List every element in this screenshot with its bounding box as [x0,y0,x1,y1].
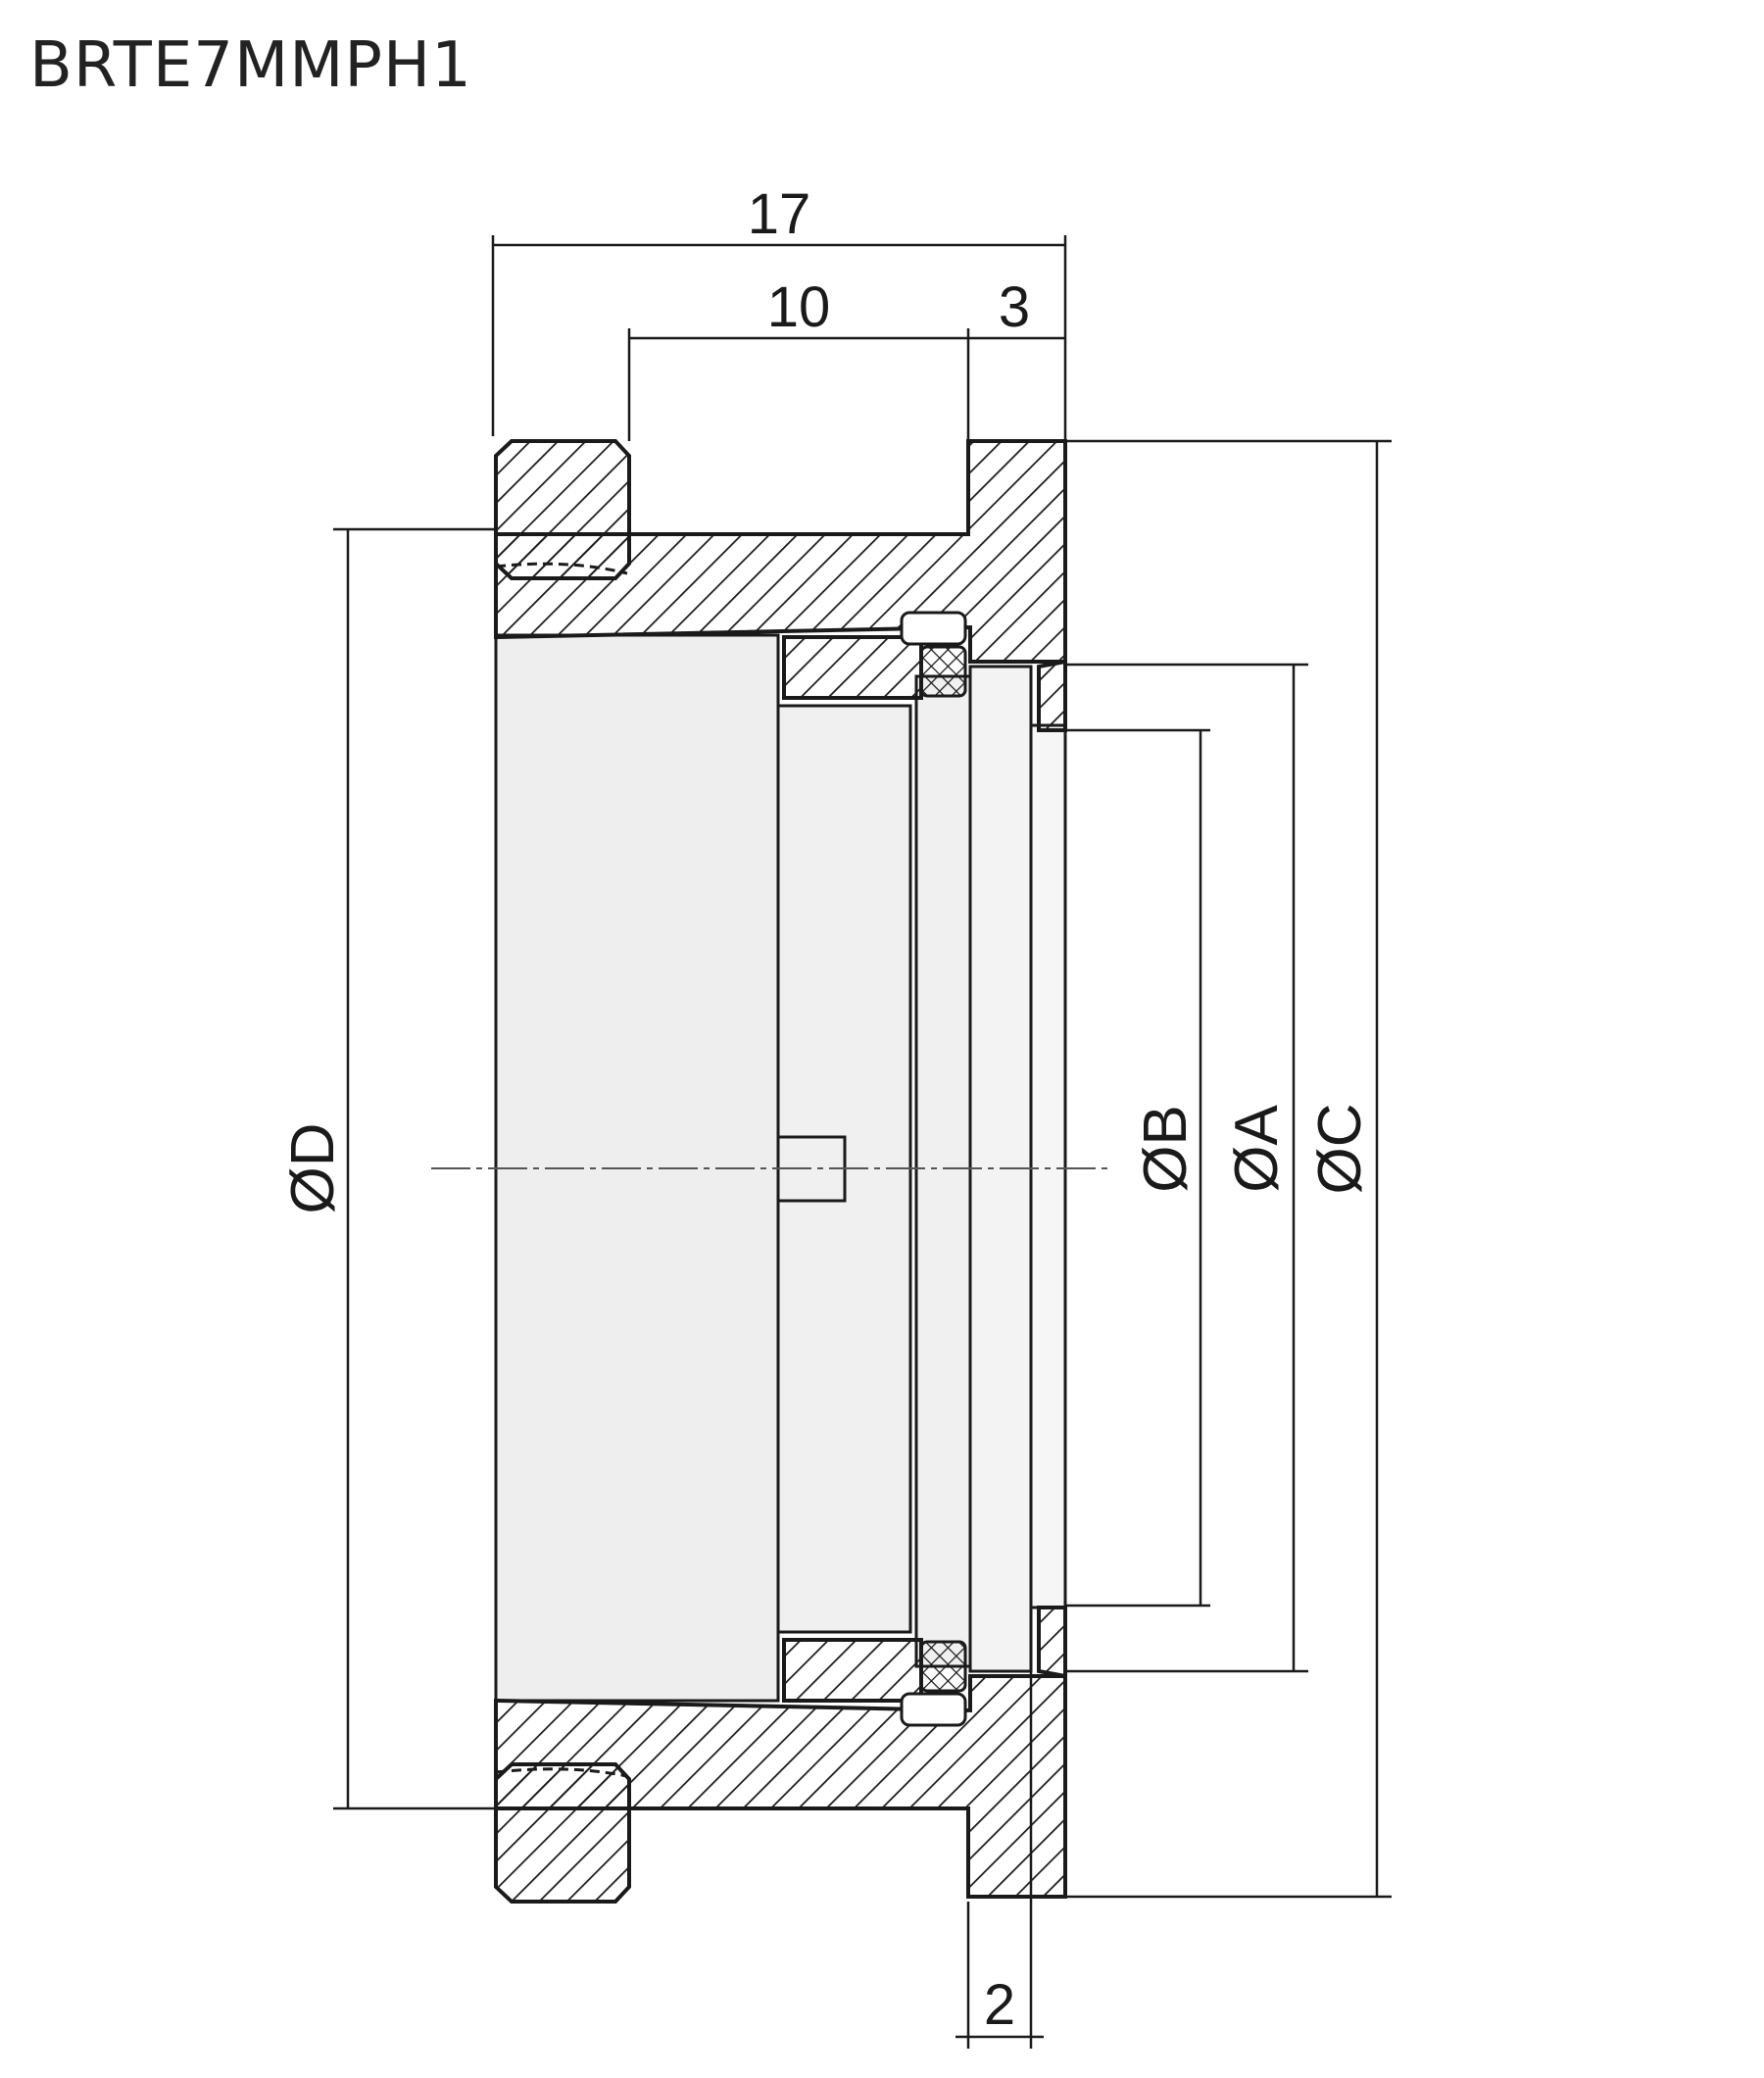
dimension-window-thickness [956,1666,1044,2049]
clamp-ring-bottom [494,1762,631,1904]
dimension-dia-c [1065,439,1392,1899]
clamp-ring-top [494,439,631,580]
dimension-dia-d-label: ØD [279,1123,347,1214]
dimension-body-length-label: 10 [767,275,831,339]
dimension-dia-b [1065,728,1210,1608]
dimension-dia-a [1065,663,1308,1673]
dimension-overall-length-label: 17 [748,182,811,246]
dimension-dia-a-label: ØA [1223,1105,1291,1193]
dimension-dia-b-label: ØB [1132,1105,1200,1193]
dimension-window-thickness-label: 2 [984,1973,1015,2037]
body-section-bottom [494,1606,1067,1899]
dimension-body-length [627,328,1065,441]
dimension-dia-c-label: ØC [1306,1104,1374,1195]
dimension-flange-thickness-label: 3 [999,275,1030,339]
dimension-dia-d [333,527,498,1810]
part-number-title: BRTE7MMPH1 [29,29,472,102]
o-ring-seals [900,611,967,1727]
